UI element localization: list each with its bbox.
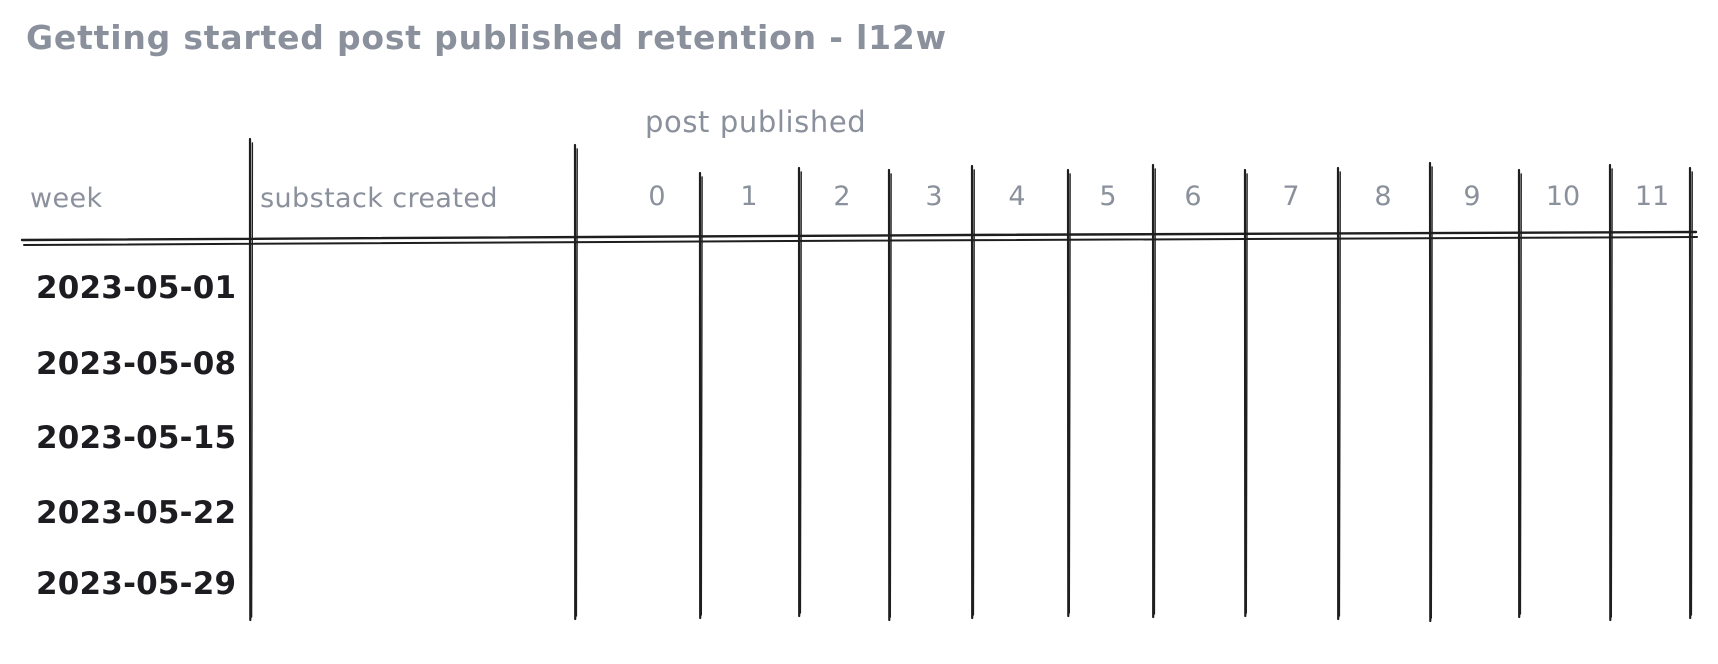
row-label-week-5: 2023-05-29 (36, 566, 237, 602)
column-header-substack-created: substack created (260, 183, 498, 214)
row-label-week-2: 2023-05-08 (36, 346, 237, 382)
column-header-5: 5 (1099, 181, 1117, 212)
column-header-11: 11 (1634, 181, 1670, 212)
column-header-10: 10 (1545, 181, 1581, 212)
column-header-week: week (30, 183, 103, 214)
header-underline (20, 230, 1698, 246)
column-header-0: 0 (648, 181, 666, 212)
chart-title: Getting started post published retention… (26, 18, 947, 57)
row-label-week-1: 2023-05-01 (36, 270, 237, 306)
column-dividers (248, 137, 1693, 623)
row-label-week-4: 2023-05-22 (36, 495, 237, 531)
column-header-1: 1 (740, 181, 758, 212)
column-header-4: 4 (1008, 181, 1026, 212)
column-group-header: post published (645, 105, 867, 139)
column-header-7: 7 (1282, 181, 1300, 212)
column-header-2: 2 (833, 181, 851, 212)
column-header-3: 3 (925, 181, 943, 212)
row-label-week-3: 2023-05-15 (36, 420, 237, 456)
column-header-8: 8 (1374, 181, 1392, 212)
column-header-6: 6 (1184, 181, 1202, 212)
column-header-9: 9 (1463, 181, 1481, 212)
